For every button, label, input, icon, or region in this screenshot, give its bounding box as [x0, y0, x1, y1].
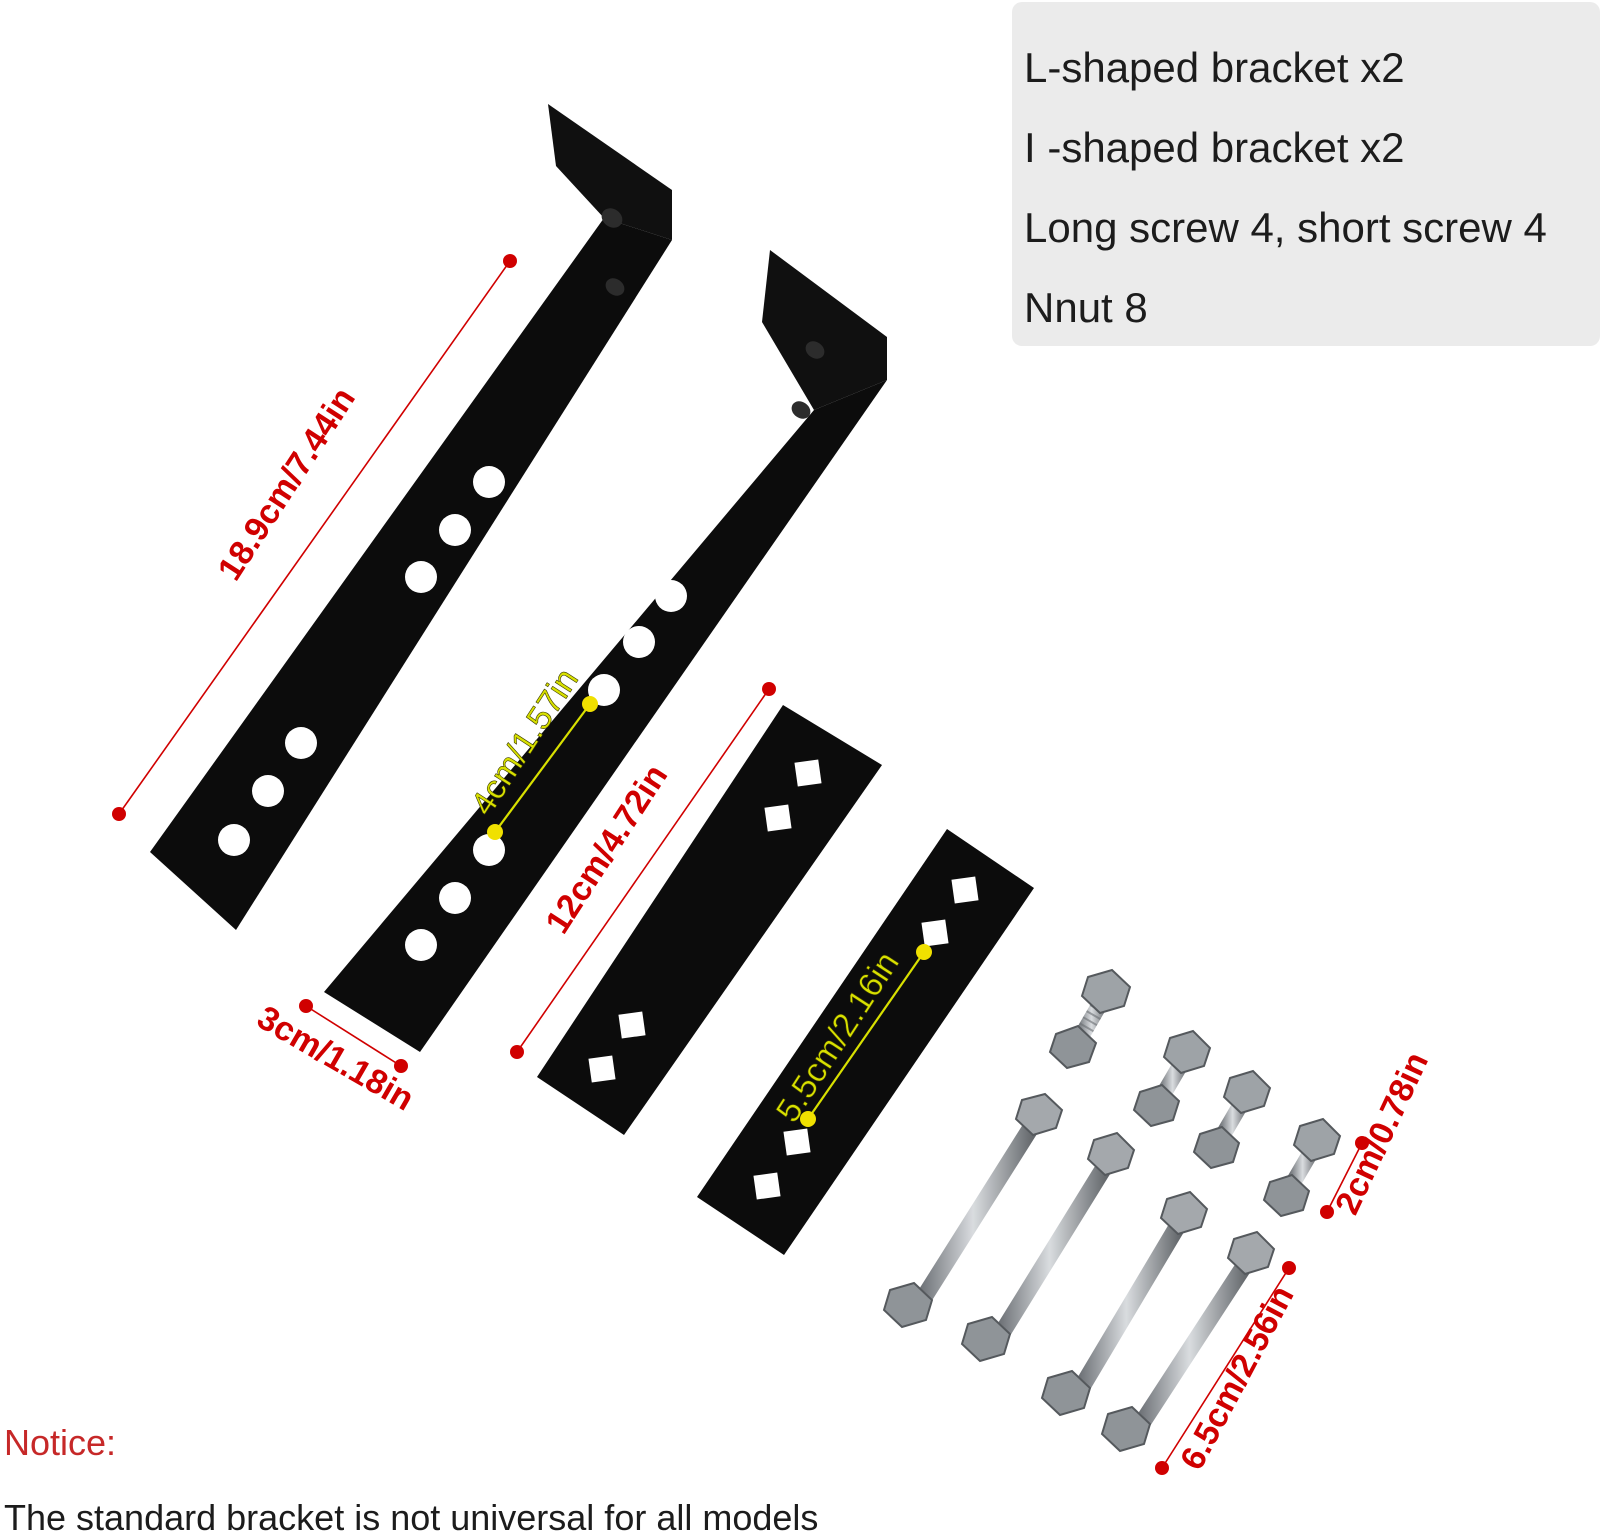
label-l-bracket-length: 18.9cm/7.44in [211, 381, 363, 587]
dimension-line-short-screw [1320, 1136, 1369, 1219]
long-screw-2 [960, 1131, 1136, 1363]
short-screw-1 [1048, 968, 1132, 1070]
i-shaped-bracket-2 [697, 829, 1034, 1255]
label-long-screw-length: 6.5cm/2.56in [1173, 1280, 1302, 1476]
dimension-line-l-bracket-length [112, 254, 517, 821]
long-screw-4 [1100, 1230, 1276, 1453]
contents-line-nuts: Nnut 8 [1024, 284, 1148, 331]
dimension-line-i-bracket-hole-spacing [800, 944, 932, 1127]
dimension-line-hole-spacing [487, 696, 598, 840]
notice-title: Notice: [4, 1422, 117, 1463]
l-shaped-bracket-2 [324, 250, 887, 1052]
dimension-line-long-screw [1155, 1261, 1296, 1475]
long-screw-1 [882, 1092, 1064, 1329]
contents-line-screws: Long screw 4, short screw 4 [1024, 204, 1547, 251]
contents-line-l-bracket: L-shaped bracket x2 [1024, 44, 1405, 91]
short-screw-4 [1262, 1117, 1342, 1218]
yellow-dimension-lines [487, 696, 932, 1127]
dimension-line-bracket-width [299, 999, 408, 1073]
i-shaped-bracket-1 [537, 705, 882, 1135]
dimension-line-i-bracket-length [510, 682, 776, 1059]
notice-text: The standard bracket is not universal fo… [4, 1497, 819, 1538]
dimension-lines [112, 254, 1369, 1475]
label-short-screw-length: 2cm/0.78in [1328, 1047, 1436, 1221]
package-contents-box: L-shaped bracket x2 I -shaped bracket x2… [1012, 2, 1600, 346]
long-screws [882, 1092, 1276, 1453]
short-screw-2 [1132, 1029, 1212, 1128]
l-shaped-bracket-1 [150, 104, 672, 930]
long-screw-3 [1040, 1190, 1209, 1417]
contents-line-i-bracket: I -shaped bracket x2 [1024, 124, 1405, 171]
short-screw-3 [1192, 1069, 1272, 1170]
short-screws [1048, 968, 1342, 1218]
